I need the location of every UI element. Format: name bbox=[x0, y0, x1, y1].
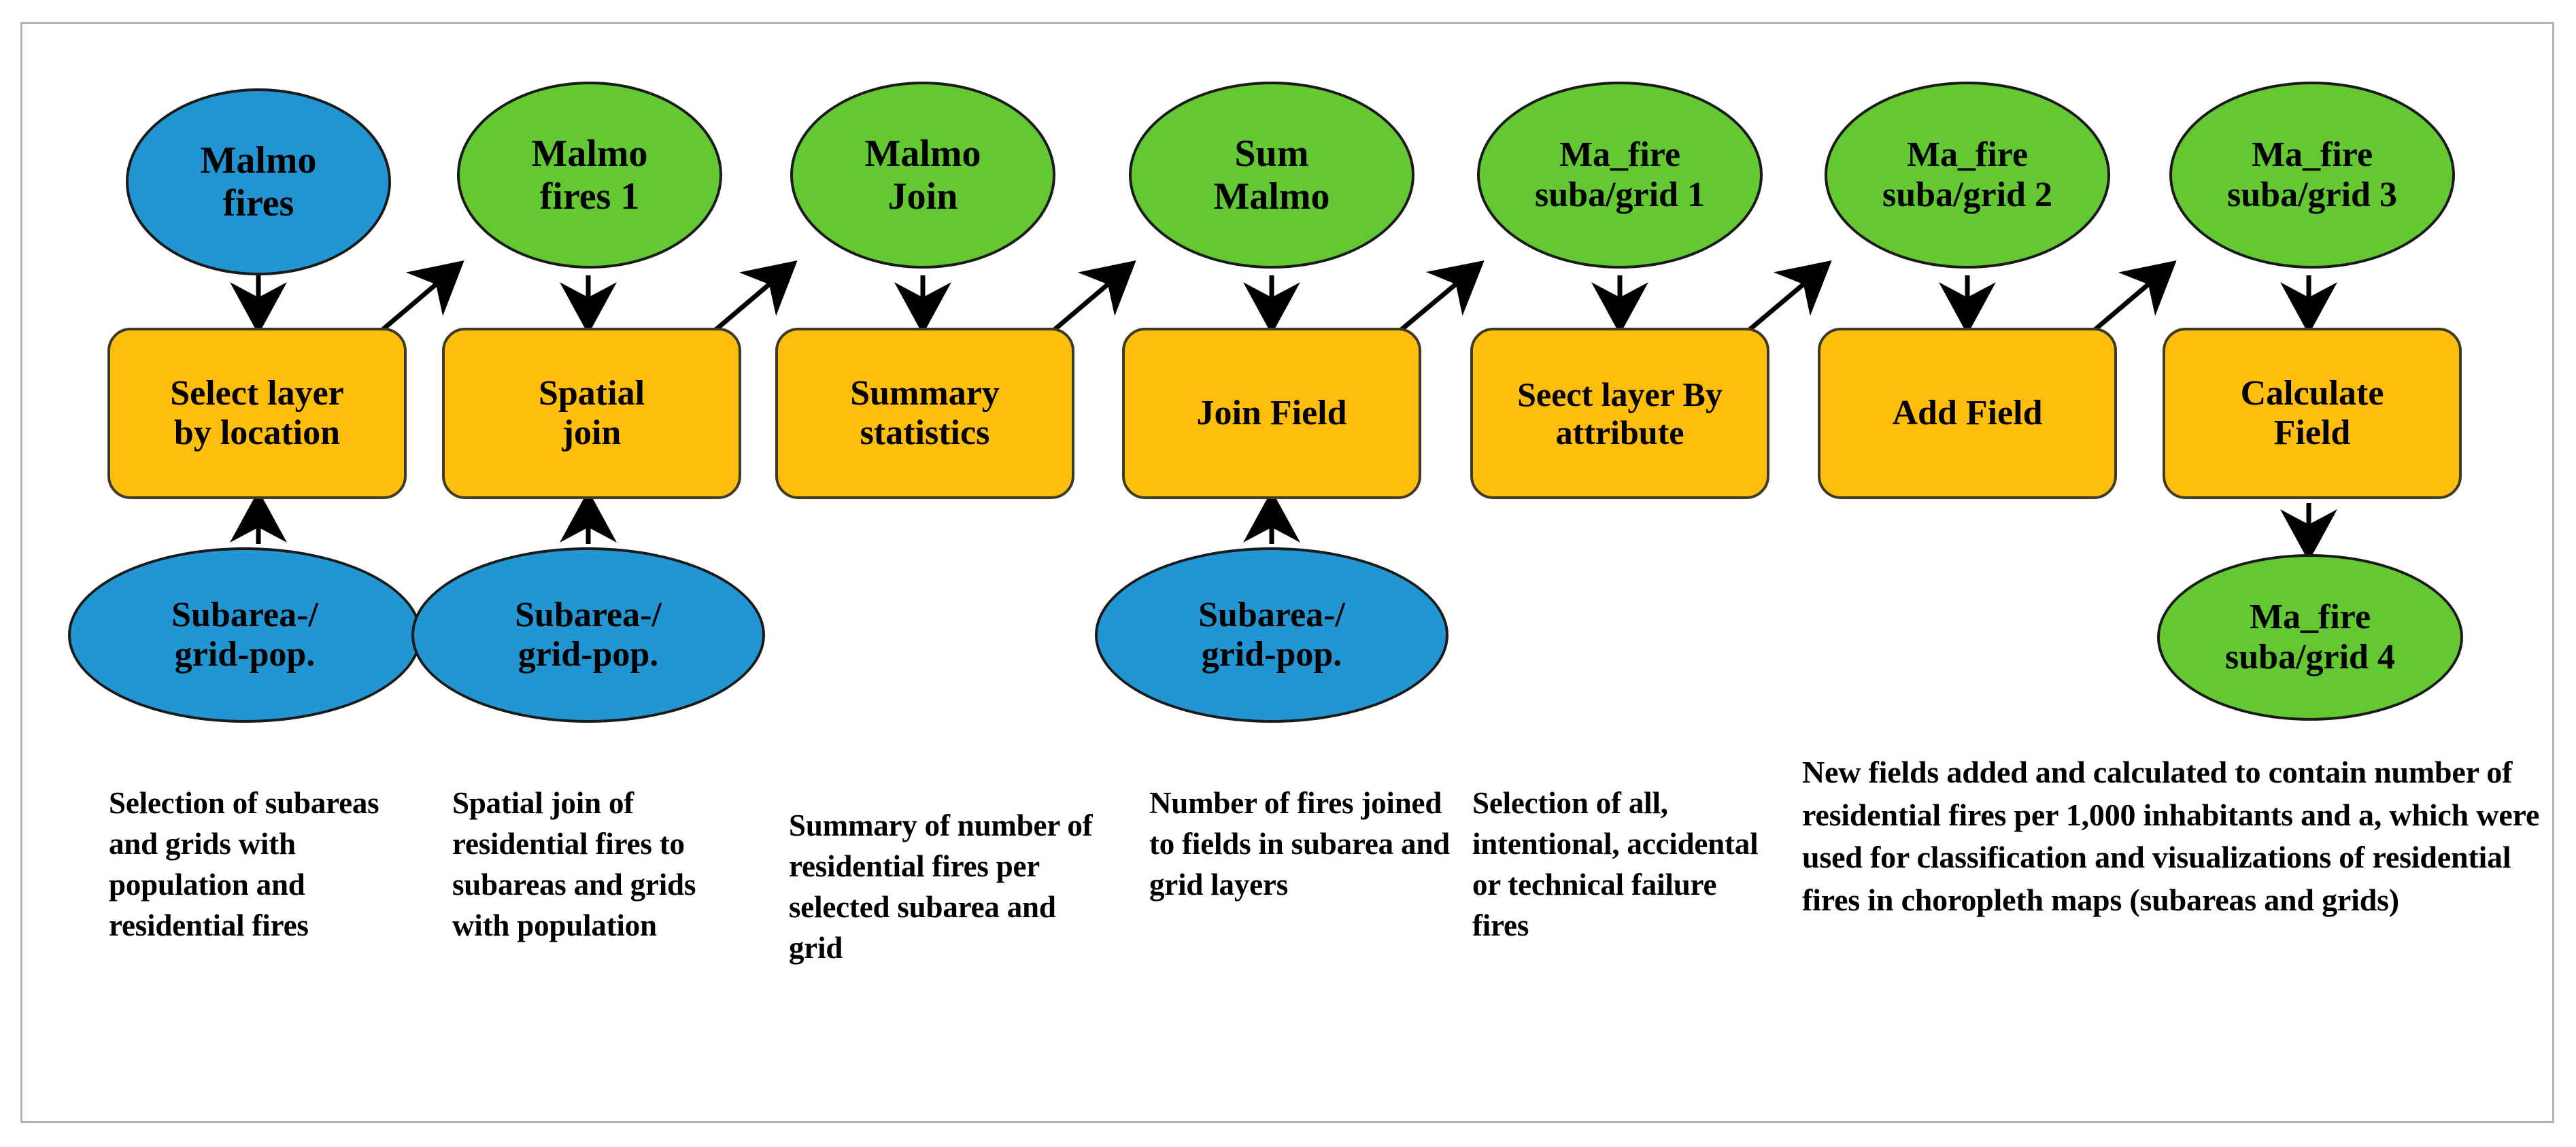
node-ma-fire-suba-grid-4[interactable]: Ma_fire suba/grid 4 bbox=[2157, 554, 2463, 721]
tool-calculate-field[interactable]: Calculate Field bbox=[2163, 328, 2462, 499]
node-label-line1: Malmo bbox=[531, 132, 648, 175]
tool-label-line1: Join Field bbox=[1196, 393, 1347, 432]
node-label-line2: fires bbox=[222, 182, 294, 224]
tool-spatial-join[interactable]: Spatial join bbox=[442, 328, 741, 499]
caption-4: Number of fires joined to fields in suba… bbox=[1149, 786, 1450, 902]
node-label-line1: Malmo bbox=[864, 132, 981, 175]
caption-3: Summary of number of residential fires p… bbox=[789, 808, 1093, 965]
node-label-line2: grid-pop. bbox=[174, 635, 316, 674]
caption-1: Selection of subareas and grids with pop… bbox=[109, 786, 379, 942]
node-label-line1: Subarea-/ bbox=[1198, 595, 1345, 634]
caption-5: Selection of all, intentional, accidenta… bbox=[1472, 786, 1759, 942]
tool-label-line2: Field bbox=[2273, 413, 2351, 452]
node-ma-fire-suba-grid-3[interactable]: Ma_fire suba/grid 3 bbox=[2169, 82, 2455, 269]
tool-label-line1: Summary bbox=[850, 373, 1000, 413]
node-label-line2: suba/grid 1 bbox=[1535, 175, 1705, 214]
node-label-line1: Ma_fire bbox=[2251, 135, 2373, 175]
tool-label-line1: Spatial bbox=[538, 373, 645, 413]
node-subarea-grid-pop-3[interactable]: Subarea-/ grid-pop. bbox=[1095, 547, 1448, 723]
tool-label-line1: Add Field bbox=[1892, 393, 2043, 432]
tool-add-field[interactable]: Add Field bbox=[1818, 328, 2117, 499]
node-malmo-fires-1[interactable]: Malmo fires 1 bbox=[457, 82, 722, 269]
node-label-line2: suba/grid 2 bbox=[1882, 175, 2052, 214]
node-subarea-grid-pop-1[interactable]: Subarea-/ grid-pop. bbox=[68, 547, 422, 723]
tool-summary-statistics[interactable]: Summary statistics bbox=[775, 328, 1074, 499]
node-label-line2: Join bbox=[887, 175, 958, 218]
node-label-line2: Malmo bbox=[1213, 175, 1330, 218]
caption-6: New fields added and calculated to conta… bbox=[1802, 755, 2540, 917]
tool-join-field[interactable]: Join Field bbox=[1122, 328, 1421, 499]
node-label-line2: suba/grid 3 bbox=[2227, 175, 2397, 214]
tool-select-layer-by-location[interactable]: Select layer by location bbox=[107, 328, 407, 499]
node-label-line1: Ma_fire bbox=[2249, 598, 2371, 637]
tool-label-line1: Select layer bbox=[170, 373, 344, 413]
tool-label-line1: Seect layer By bbox=[1517, 375, 1723, 413]
node-label-line1: Subarea-/ bbox=[515, 595, 662, 634]
node-label-line1: Ma_fire bbox=[1559, 135, 1681, 175]
node-label-line1: Malmo bbox=[200, 139, 317, 182]
tool-label-line1: Calculate bbox=[2240, 373, 2384, 413]
tool-label-line2: join bbox=[562, 413, 622, 452]
node-label-line2: fires 1 bbox=[539, 175, 640, 218]
node-label-line2: grid-pop. bbox=[518, 635, 659, 674]
node-label-line1: Ma_fire bbox=[1906, 135, 2029, 175]
tool-label-line2: statistics bbox=[860, 413, 990, 452]
node-ma-fire-suba-grid-2[interactable]: Ma_fire suba/grid 2 bbox=[1825, 82, 2110, 269]
node-label-line1: Subarea-/ bbox=[171, 595, 318, 634]
tool-select-layer-by-attribute[interactable]: Seect layer By attribute bbox=[1470, 328, 1769, 499]
node-label-line1: Sum bbox=[1234, 132, 1309, 175]
tool-label-line2: attribute bbox=[1555, 413, 1684, 451]
node-subarea-grid-pop-2[interactable]: Subarea-/ grid-pop. bbox=[411, 547, 765, 723]
node-malmo-fires[interactable]: Malmo fires bbox=[126, 88, 391, 275]
node-label-line2: suba/grid 4 bbox=[2225, 637, 2395, 677]
node-malmo-join[interactable]: Malmo Join bbox=[790, 82, 1055, 269]
tool-label-line2: by location bbox=[173, 413, 341, 452]
caption-2: Spatial join of residential fires to sub… bbox=[452, 786, 696, 942]
node-label-line2: grid-pop. bbox=[1201, 635, 1342, 674]
node-ma-fire-suba-grid-1[interactable]: Ma_fire suba/grid 1 bbox=[1477, 82, 1763, 269]
node-sum-malmo[interactable]: Sum Malmo bbox=[1129, 82, 1414, 269]
